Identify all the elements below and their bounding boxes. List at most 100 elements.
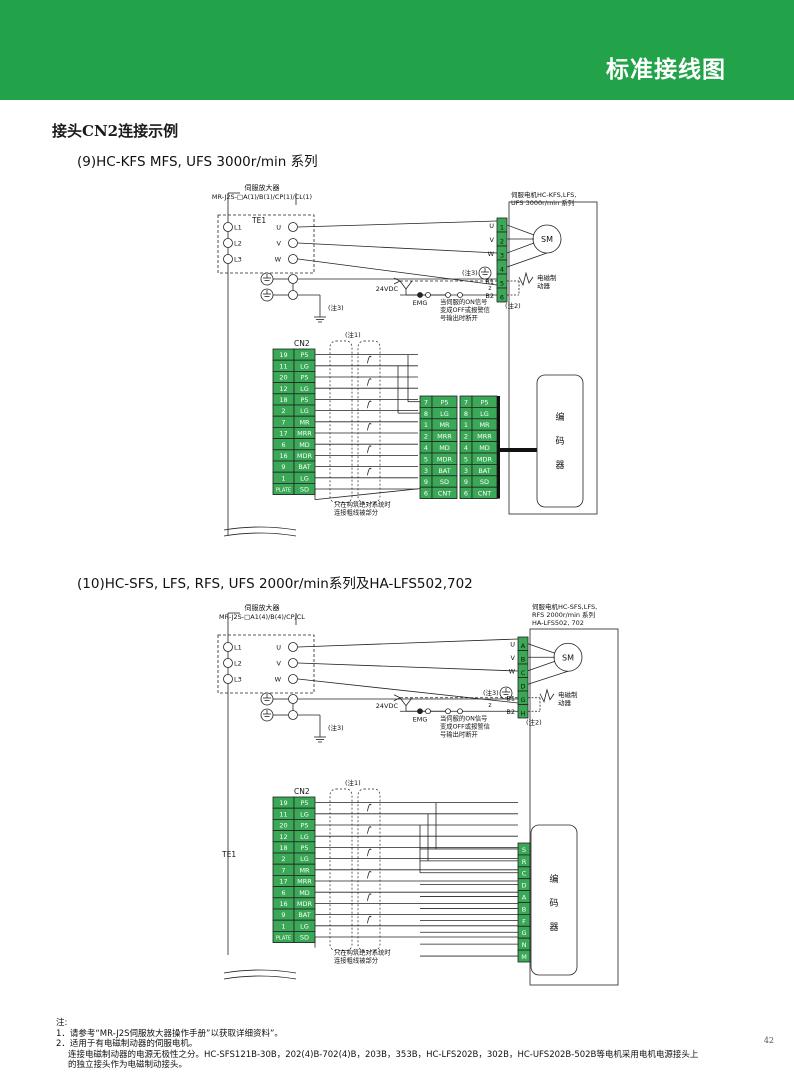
power-output-label: V	[277, 660, 282, 668]
motor-pin-number: 4	[500, 266, 504, 274]
surge-symbol: z	[488, 702, 491, 709]
motor-winding-wire	[527, 660, 556, 672]
encoder-pin-label: N	[522, 941, 527, 949]
cn2-pin-number: 17	[279, 430, 287, 438]
cn2-pin-number: 20	[279, 822, 287, 830]
encoder-connector-signal-name: CNT	[438, 490, 451, 498]
brake-label: 电磁制	[558, 690, 578, 699]
encoder-label: 器	[555, 460, 564, 471]
encoder-pin-label: F	[522, 917, 526, 925]
power-input-terminal	[223, 238, 233, 248]
twisted-pair-mark	[366, 826, 372, 834]
cn2-signal-name: P5	[300, 396, 308, 404]
note3-label: (注3)	[462, 268, 478, 277]
encoder-label: 编	[549, 873, 558, 885]
cn2-pin-number: 6	[281, 889, 285, 897]
cn2-signal-name: LG	[300, 922, 309, 930]
motor-winding-wire	[527, 670, 569, 685]
brake-label: 动器	[558, 699, 572, 707]
encoder-connector-pin-number: 5	[464, 455, 468, 463]
servo-motor-label: SM	[562, 653, 574, 662]
motor-box	[508, 201, 598, 515]
cn2-signal-name: MDR	[297, 900, 313, 908]
power-output-label: U	[276, 644, 281, 652]
cn2-pin-number: 17	[279, 878, 287, 886]
motor-power-wire	[297, 220, 498, 228]
encoder-connector-pin-number: 7	[424, 398, 428, 406]
figure-1-caption: (9)HC-KFS MFS, UFS 3000r/min 系列	[77, 154, 318, 170]
motor-pin-number: 1	[500, 224, 504, 232]
brake-note: 当伺服的ON信号	[440, 297, 487, 306]
cn2-signal-name: MR	[299, 866, 310, 874]
encoder-connector-pin-number: 9	[424, 478, 428, 486]
encoder-pin-label: A	[522, 894, 527, 902]
encoder-connector-signal-name: LG	[440, 410, 449, 418]
power-input-terminal	[223, 642, 233, 652]
power-input-label: L1	[234, 644, 242, 652]
motor-pin-number: A	[521, 642, 526, 650]
encoder-pin-label: D	[521, 882, 526, 890]
shield-wire	[314, 488, 421, 500]
twisted-pair-mark	[366, 893, 372, 902]
motor-pin-number: 3	[500, 252, 504, 260]
ground-output-terminal	[288, 694, 298, 704]
power-output-terminal	[288, 238, 298, 248]
encoder-connector-signal-name: P5	[480, 398, 488, 406]
cn2-signal-name: LG	[300, 474, 309, 482]
encoder-connector-signal-name: MR	[439, 421, 450, 429]
cn2-signal-name: SD	[300, 934, 309, 942]
encoder-connector-pin-number: 6	[424, 490, 428, 498]
emg-contact	[425, 292, 431, 298]
cn2-signal-name: P5	[300, 799, 308, 807]
servo-motor-label: SM	[541, 235, 553, 244]
encoder-connector-signal-name: MD	[479, 444, 490, 452]
relay-contact	[445, 708, 451, 715]
encoder-label: 编	[555, 411, 564, 423]
power-input-label: L3	[234, 256, 242, 264]
cn2-pin-number: 11	[279, 810, 287, 818]
cn2-signal-name: LG	[300, 833, 309, 841]
power-input-label: L3	[234, 676, 242, 684]
power-output-label: V	[277, 240, 282, 248]
motor-pin-signal: U	[489, 222, 494, 230]
note3-label: (注3)	[483, 688, 499, 697]
emg-contact	[417, 292, 423, 298]
cn2-pin-number: PLATE	[276, 936, 291, 942]
motor-pin-signal: V	[511, 654, 516, 662]
cn2-pin-number: PLATE	[276, 488, 291, 494]
cn2-signal-name: P5	[300, 844, 308, 852]
motor-winding-wire	[506, 252, 548, 268]
power-output-terminal	[288, 222, 298, 232]
motor-pin-number: 6	[500, 294, 504, 302]
power-input-terminal	[223, 658, 233, 668]
cn2-pin-number: 12	[279, 385, 287, 393]
encoder-connector-signal-name: BAT	[438, 467, 450, 475]
encoder-connector-signal-name: MD	[439, 444, 450, 452]
shield-note: 只在构筑绝对系统时	[334, 948, 391, 957]
notes-block: 注: 1．请参考“MR-J2S伺服放大器操作手册”以获取详细资料”。 2．适用于…	[56, 1018, 756, 1071]
note2-label: (注2)	[505, 301, 521, 310]
twisted-pair-mark	[366, 467, 372, 476]
motor-pin-signal: V	[490, 236, 495, 244]
motor-pin-number: C	[521, 669, 526, 677]
motor-pin-signal: B2	[485, 292, 494, 300]
note-item: 1．请参考“MR-J2S伺服放大器操作手册”以获取详细资料”。	[56, 1028, 283, 1039]
cn2-signal-name: LG	[300, 407, 309, 415]
encoder-pin-label: M	[521, 953, 527, 961]
brake-note: 当伺服的ON信号	[440, 713, 487, 722]
vdc-label: 24VDC	[376, 702, 399, 710]
twisted-pair-mark	[366, 355, 372, 364]
motor-label: 伺服电机HC-KFS,LFS,	[511, 190, 576, 199]
amp-model: MR-J2S-□A1(4)/B(4)/CP/CL	[219, 613, 305, 621]
emg-label: EMG	[413, 299, 428, 307]
encoder-connector-pin-number: 1	[464, 421, 468, 429]
encoder-connector-signal-name: BAT	[478, 467, 490, 475]
brake-label: 动器	[537, 282, 551, 290]
brake-supply-wire	[405, 280, 413, 290]
encoder-pin-label: B	[522, 905, 526, 913]
te1-label: TE1	[221, 850, 236, 859]
cn2-pin-number: 7	[281, 866, 285, 874]
motor-pin-signal: W	[509, 668, 516, 676]
encoder-connector-pin-number: 6	[464, 490, 468, 498]
motor-box	[529, 628, 619, 986]
